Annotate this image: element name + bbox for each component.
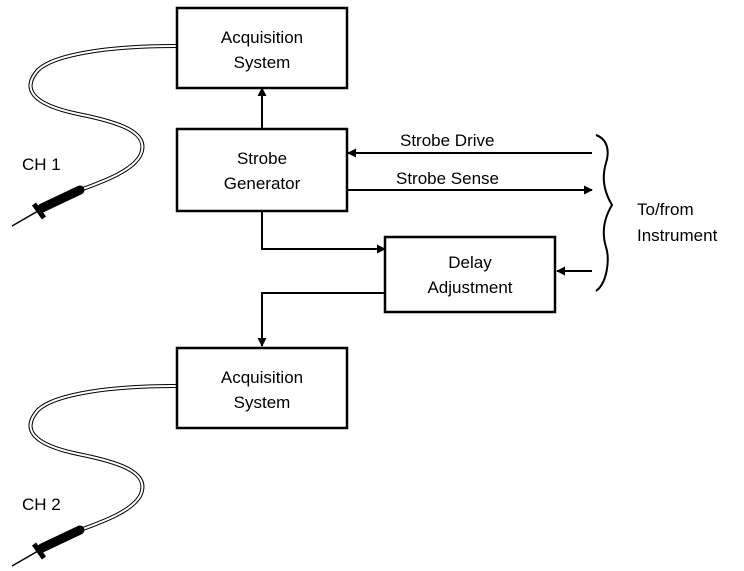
delay-adjustment-label-line1: Delay (448, 253, 492, 272)
ch1-cable-inner (29, 45, 177, 191)
acquisition-system-ch1-label-line2: System (234, 53, 291, 72)
arrow-delay-to-acq2 (257, 292, 385, 347)
acquisition-system-ch2-label-line2: System (234, 393, 291, 412)
ch2-label: CH 2 (22, 495, 61, 514)
strobe-generator-label-line1: Strobe (237, 149, 287, 168)
ch1-probe-collar (31, 202, 47, 220)
arrow-strobe-to-delay (261, 211, 386, 254)
ch1-probe-body (37, 185, 85, 213)
delay-adjustment-block: Delay Adjustment (383, 235, 557, 314)
strobe-sense-label: Strobe Sense (396, 169, 499, 188)
ch1-probe-tip (11, 210, 39, 227)
ch2-probe-tip (11, 550, 39, 567)
ch2-probe-collar (31, 542, 47, 560)
instrument-label-line2: Instrument (637, 226, 718, 245)
delay-adjustment-label-line2: Adjustment (427, 278, 512, 297)
acquisition-system-ch1-label-line1: Acquisition (221, 28, 303, 47)
strobe-drive-label: Strobe Drive (400, 131, 494, 150)
instrument-label-line1: To/from (637, 200, 694, 219)
ch2-probe (11, 384, 178, 567)
acquisition-system-ch1-block: Acquisition System (175, 6, 349, 90)
ch2-cable-inner (29, 385, 177, 531)
ch2-probe-body (37, 525, 85, 553)
strobe-generator-block: Strobe Generator (175, 127, 349, 213)
strobe-generator-label-line2: Generator (224, 174, 301, 193)
ch1-probe (11, 44, 178, 227)
ch1-label: CH 1 (22, 155, 61, 174)
acquisition-system-ch2-block: Acquisition System (175, 346, 349, 430)
acquisition-system-ch2-label-line1: Acquisition (221, 368, 303, 387)
instrument-brace (595, 134, 614, 292)
